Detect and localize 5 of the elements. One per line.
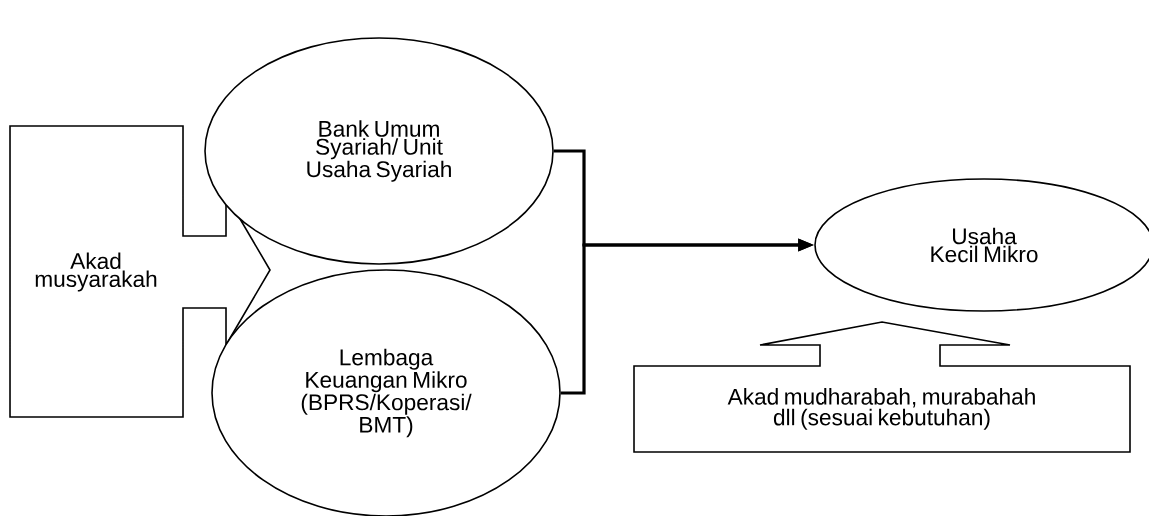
node-label: Lembaga Keuangan Mikro (BPRS/Koperasi/ BMT) (301, 348, 472, 438)
callout-box: Akad mudharabah, murabahah dll (sesuai kebutuhan) (633, 321, 1131, 453)
ellipse-node: Lembaga Keuangan Mikro (BPRS/Koperasi/ BMT) (211, 269, 561, 516)
ellipse-node: Bank Umum Syariah/ Unit Usaha Syariah (204, 37, 554, 265)
callout-box: Akad musyarakah (9, 125, 271, 418)
